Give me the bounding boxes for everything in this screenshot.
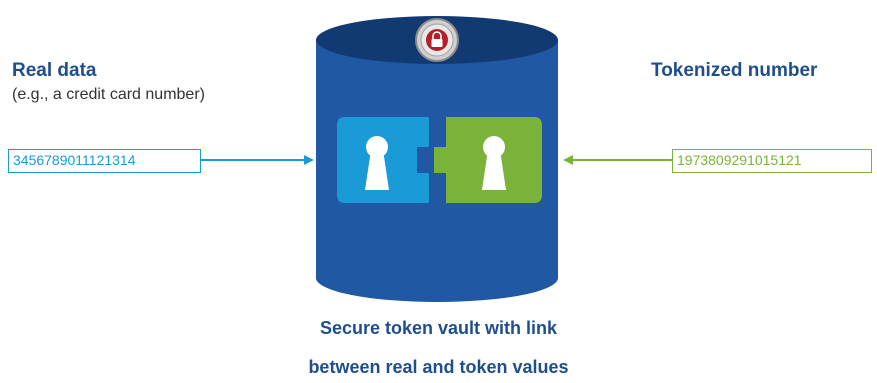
real-data-title: Real data — [12, 60, 97, 81]
caption-line-1: Secure token vault with link — [319, 318, 558, 338]
caption-line-2: between real and token values — [308, 357, 569, 377]
token-value-box: 1973809291015121 — [672, 149, 872, 173]
padlock-dial-icon — [415, 18, 459, 62]
real-data-value-box: 3456789011121314 — [8, 149, 201, 173]
tokenized-number-title: Tokenized number — [651, 60, 818, 81]
left-keyhole-puzzle-icon — [337, 117, 429, 203]
real-data-arrow — [201, 155, 314, 165]
right-keyhole-puzzle-icon — [434, 117, 542, 203]
real-data-subtitle: (e.g., a credit card number) — [12, 86, 205, 103]
token-arrow — [563, 155, 672, 165]
